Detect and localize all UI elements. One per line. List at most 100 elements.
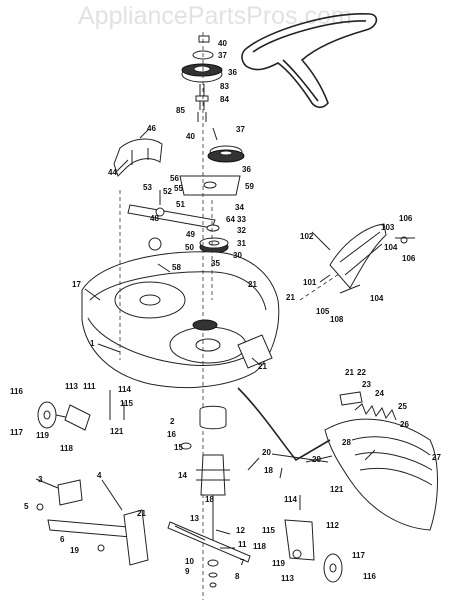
- callout-c34: 34: [235, 203, 244, 212]
- callout-c24: 24: [375, 389, 384, 398]
- callout-c116b: 116: [363, 572, 376, 581]
- callout-c1: 1: [90, 339, 95, 348]
- callout-c85: 85: [176, 106, 185, 115]
- discharge-chute: [237, 387, 438, 531]
- front-hanger: [36, 479, 149, 566]
- callout-c106a: 106: [399, 214, 413, 223]
- callout-c21e: 21: [137, 509, 146, 518]
- callout-c117a: 117: [10, 428, 23, 437]
- callout-c35: 35: [211, 259, 220, 268]
- callout-c37b: 37: [236, 125, 245, 134]
- callout-c44: 44: [108, 168, 117, 177]
- callout-c103: 103: [381, 223, 395, 232]
- callout-c119a: 119: [36, 431, 49, 440]
- callout-c9: 9: [185, 567, 190, 576]
- callout-c105: 105: [316, 307, 330, 316]
- drive-belt: [241, 13, 378, 109]
- callout-c48: 48: [150, 214, 159, 223]
- callout-c25: 25: [398, 402, 407, 411]
- lower-pulley-assembly: [179, 127, 245, 196]
- callout-c53: 53: [143, 183, 152, 192]
- idler-pulley: [199, 224, 229, 254]
- callout-c22: 22: [357, 368, 366, 377]
- callout-c40b: 40: [186, 132, 195, 141]
- callout-c27: 27: [432, 453, 441, 462]
- callout-c58: 58: [172, 263, 181, 272]
- blade-spindle: [180, 405, 230, 540]
- deflector-shield: [329, 223, 415, 294]
- callout-c83: 83: [220, 82, 229, 91]
- callout-c64: 64: [226, 215, 235, 224]
- callout-c114b: 114: [284, 495, 297, 504]
- callout-c84: 84: [220, 95, 229, 104]
- callout-c18a: 18: [205, 495, 214, 504]
- mower-deck: [81, 251, 280, 389]
- callout-c7: 7: [240, 558, 245, 567]
- callout-c37a: 37: [218, 51, 227, 60]
- callout-c28: 28: [342, 438, 351, 447]
- callout-c117b: 117: [352, 551, 365, 560]
- callout-c121b: 121: [330, 485, 344, 494]
- callout-c113b: 113: [281, 574, 294, 583]
- callout-c30: 30: [233, 251, 242, 260]
- callout-c108: 108: [330, 315, 344, 324]
- callout-c2: 2: [170, 417, 175, 426]
- callout-c46: 46: [147, 124, 156, 133]
- callout-c36b: 36: [242, 165, 251, 174]
- callout-c121a: 121: [110, 427, 124, 436]
- leader-lines: [35, 128, 376, 549]
- callout-c36a: 36: [228, 68, 237, 77]
- callout-c119b: 119: [272, 559, 285, 568]
- callout-c14: 14: [178, 471, 187, 480]
- callout-c21c: 21: [258, 362, 267, 371]
- callout-c114a: 114: [118, 385, 131, 394]
- callout-c5: 5: [24, 502, 29, 511]
- callout-c111: 111: [83, 382, 96, 391]
- callout-c104b: 104: [370, 294, 384, 303]
- idler-arm: [127, 190, 216, 251]
- callout-c104a: 104: [384, 243, 398, 252]
- callout-c26: 26: [400, 420, 409, 429]
- callout-c115b: 115: [262, 526, 275, 535]
- callout-c29: 29: [312, 455, 321, 464]
- callout-c33: 33: [237, 215, 246, 224]
- left-gauge-wheel: [37, 390, 125, 431]
- callout-c18b: 18: [264, 466, 273, 475]
- right-gauge-wheel: [284, 495, 343, 583]
- callout-c19: 19: [70, 546, 79, 555]
- mower-blade: [167, 521, 251, 588]
- callout-c118a: 118: [60, 444, 73, 453]
- callout-c23: 23: [362, 380, 371, 389]
- callout-c116a: 116: [10, 387, 23, 396]
- callout-c40a: 40: [218, 39, 227, 48]
- callout-c20: 20: [262, 448, 271, 457]
- callout-c31: 31: [237, 239, 246, 248]
- callout-c10: 10: [185, 557, 194, 566]
- callout-c15: 15: [174, 443, 183, 452]
- callout-c52: 52: [163, 187, 172, 196]
- callout-c17: 17: [72, 280, 81, 289]
- callout-c16: 16: [167, 430, 176, 439]
- callout-c11: 11: [238, 540, 247, 549]
- callout-c55: 55: [174, 184, 183, 193]
- callout-c32: 32: [237, 226, 246, 235]
- callout-c21a: 21: [248, 280, 257, 289]
- callout-c21b: 21: [286, 293, 295, 302]
- watermark-text: AppliancePartsPros.com: [78, 2, 352, 30]
- callout-c113a: 113: [65, 382, 78, 391]
- callout-c101: 101: [303, 278, 317, 287]
- callout-c112: 112: [326, 521, 339, 530]
- callout-c118b: 118: [253, 542, 266, 551]
- callout-c115a: 115: [120, 399, 133, 408]
- callout-c21d: 21: [345, 368, 354, 377]
- belt-guard: [113, 138, 163, 177]
- chute-spring: [339, 391, 397, 421]
- callout-c8: 8: [235, 572, 240, 581]
- callout-c50: 50: [185, 243, 194, 252]
- callout-c106b: 106: [402, 254, 416, 263]
- callout-c102: 102: [300, 232, 314, 241]
- callout-c12: 12: [236, 526, 245, 535]
